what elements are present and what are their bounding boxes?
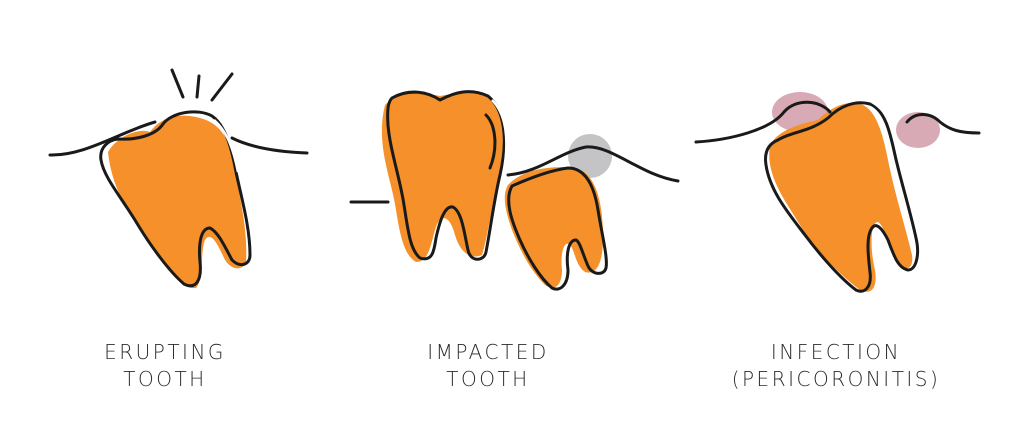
erupting-tooth-illustration — [48, 68, 309, 289]
gum-line-right — [905, 113, 981, 135]
label-line: INFECTION — [770, 340, 902, 364]
impacted-tooth-illustration — [349, 90, 680, 291]
label-line: (PERICORONITIS) — [731, 367, 941, 391]
label-line: IMPACTED — [427, 340, 549, 364]
small-tooth-outline — [507, 166, 608, 291]
tooth-outline — [764, 101, 920, 293]
molar-highlight — [491, 99, 508, 176]
tooth-highlight — [871, 100, 902, 161]
gum-line-right — [506, 145, 680, 183]
gum-line — [694, 100, 832, 144]
tooth-outline — [99, 110, 252, 288]
gum-line-left — [48, 120, 157, 157]
label-erupting-tooth: ERUPTING TOOTH — [35, 339, 295, 393]
label-line: ERUPTING — [104, 340, 226, 364]
eruption-sparkle-icon — [170, 68, 234, 102]
label-line: TOOTH — [446, 367, 530, 391]
gum-line-right — [230, 136, 309, 155]
molar-inner-contour — [484, 113, 497, 170]
infection-tooth-illustration — [694, 92, 981, 293]
pressure-bump — [568, 134, 612, 178]
molar-outline — [386, 90, 506, 261]
molar-fill — [381, 92, 503, 262]
label-line: TOOTH — [123, 367, 207, 391]
tooth-fill — [769, 102, 913, 292]
tooth-fill — [108, 115, 247, 289]
tooth-highlight — [213, 119, 240, 173]
label-impacted-tooth: IMPACTED TOOTH — [358, 339, 618, 393]
label-infection-pericoronitis: INFECTION (PERICORONITIS) — [706, 339, 966, 393]
